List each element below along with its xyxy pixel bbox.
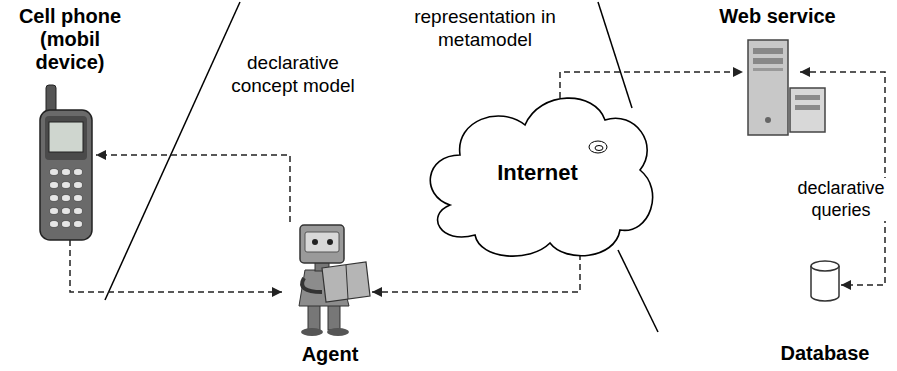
phone-key (74, 221, 83, 228)
phone-icon (40, 85, 92, 240)
dashed-connector (560, 72, 743, 98)
phone-key (62, 208, 71, 215)
phone-key (50, 169, 59, 176)
divider-line (618, 250, 658, 332)
phone-key (62, 169, 71, 176)
divider-line (598, 2, 632, 108)
phone-key (62, 195, 71, 202)
agent-eye (327, 239, 333, 245)
annotation-label: representation in metamodel (410, 6, 560, 52)
phone-body (40, 110, 92, 240)
agent-figure (299, 225, 370, 336)
agent-foot (327, 328, 349, 336)
book-spine (346, 265, 348, 299)
cylinder-top (811, 261, 839, 271)
server-bay (753, 48, 783, 54)
phone-key (50, 182, 59, 189)
node-title: Internet (497, 160, 578, 185)
phone-key (62, 221, 71, 228)
database-icon (811, 261, 839, 301)
node-title: Web service (719, 5, 835, 28)
node-title: Cell phone (mobil device) (7, 5, 133, 74)
agent-face (305, 232, 339, 252)
phone-key (74, 208, 83, 215)
server-led (765, 117, 771, 123)
phone-key (50, 195, 59, 202)
phone-key (74, 169, 83, 176)
phone-bezel (45, 116, 87, 160)
phone-key (50, 221, 59, 228)
phone-key (74, 195, 83, 202)
agent-foot (301, 328, 323, 336)
spiral-mark (595, 146, 603, 151)
dashed-connector (372, 254, 580, 292)
agent-arm (302, 278, 322, 292)
cloud-node: Internet (420, 85, 655, 260)
agent-eye (312, 239, 318, 245)
agent-leg (308, 305, 320, 330)
node-title: Agent (302, 343, 359, 366)
dashed-connector (96, 155, 290, 222)
spiral-mark (589, 141, 607, 153)
connector-label: declarative queries (788, 178, 894, 221)
agent-head (300, 225, 344, 263)
phone-screen (49, 122, 83, 152)
service-node: Web service (715, 3, 840, 138)
node-title: Database (781, 342, 870, 365)
divider-line (105, 2, 240, 300)
connector-label: declarative concept model (228, 52, 358, 98)
phone-key (74, 182, 83, 189)
server-tower (748, 40, 788, 135)
cloud-shape (430, 98, 652, 256)
dashed-connector (70, 240, 282, 292)
agent-leg (328, 305, 340, 330)
disk-unit (790, 88, 825, 132)
server-bay (753, 68, 783, 71)
server-icon (748, 40, 825, 135)
phone-key (50, 208, 59, 215)
database-node: Database (775, 255, 875, 367)
agent-book (322, 262, 370, 302)
server-bay (753, 58, 783, 64)
device-node: Cell phone (mobil device) (4, 3, 136, 248)
disk-slot (795, 95, 820, 100)
disk-slot (795, 105, 820, 110)
phone-key (62, 182, 71, 189)
agent-node: Agent (270, 222, 390, 368)
